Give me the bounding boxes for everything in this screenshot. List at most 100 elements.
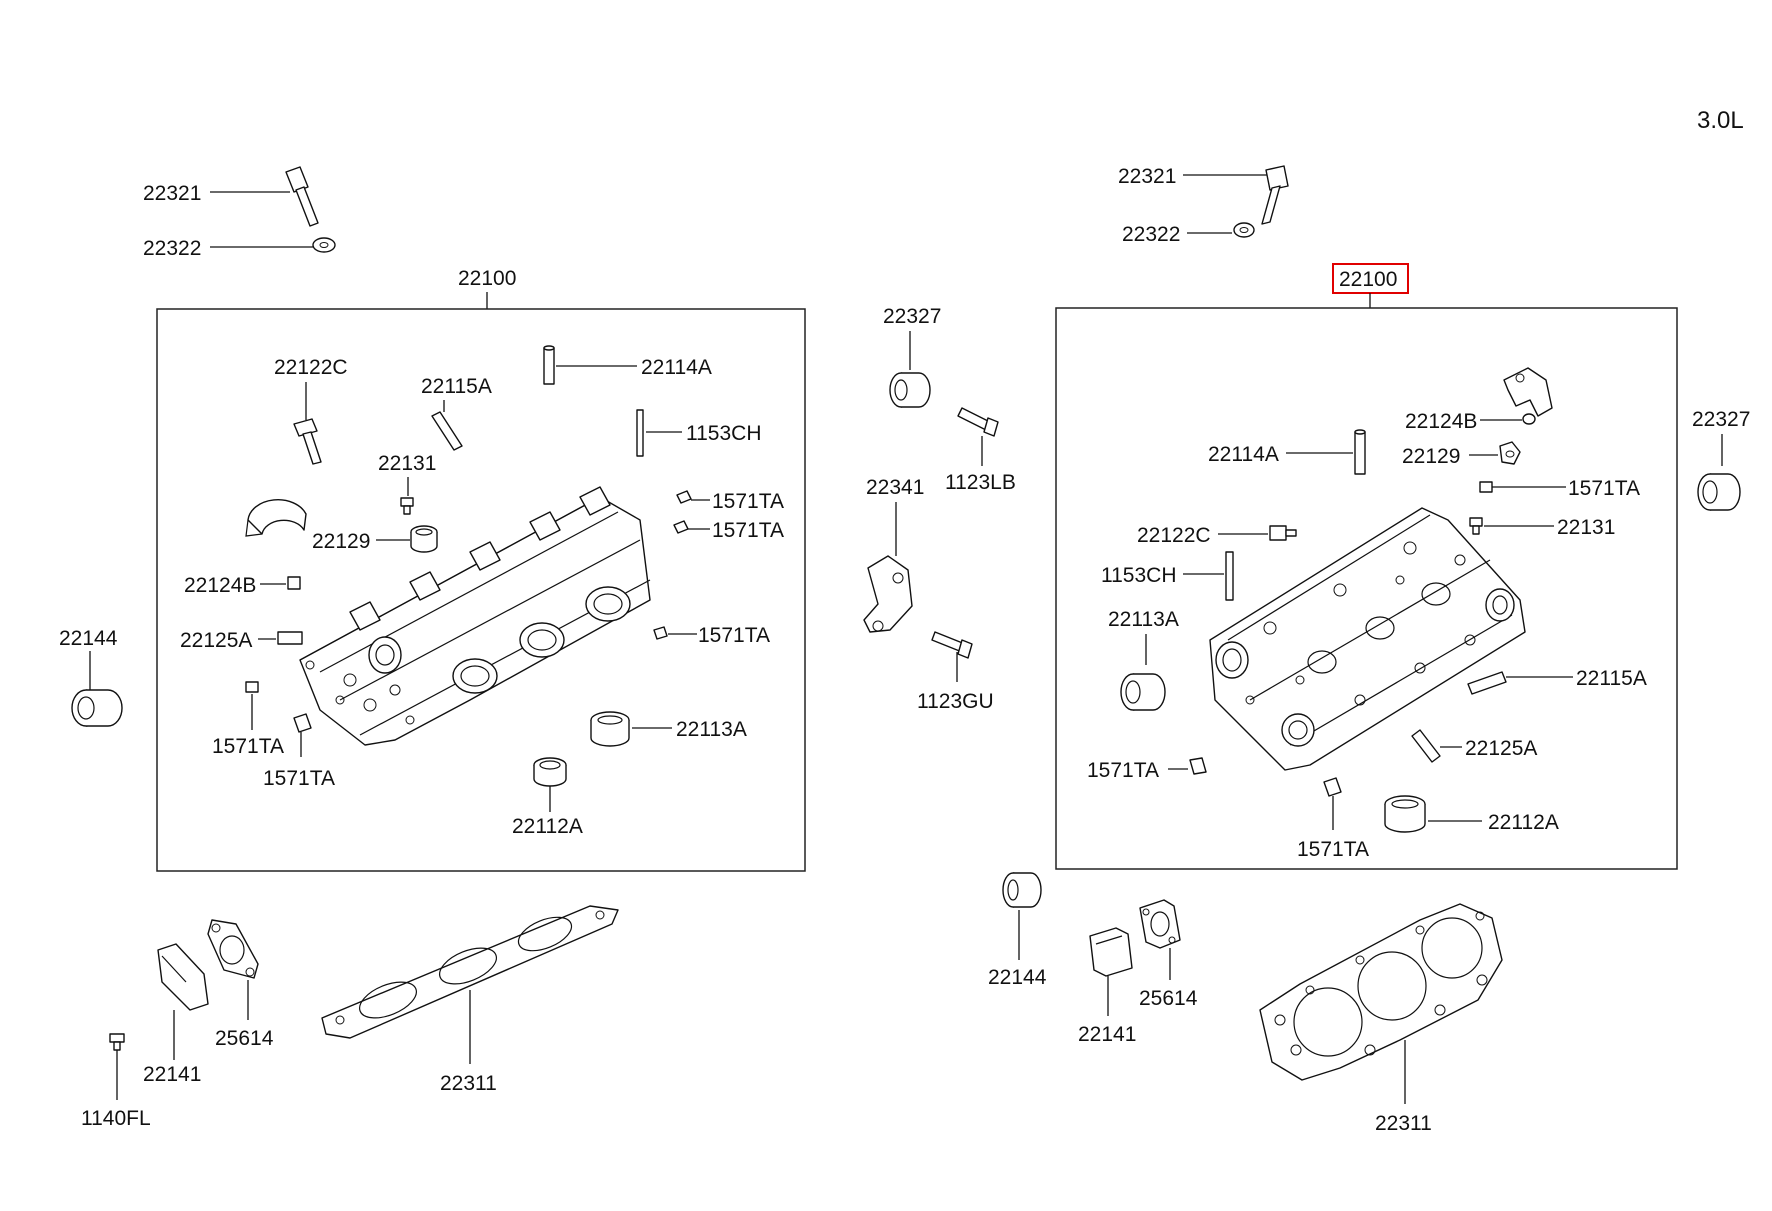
left-washer-part[interactable] [312,237,336,253]
left-plug-3-label[interactable]: 1571TA [712,519,784,542]
right-plug-3-label[interactable]: 1571TA [1087,759,1159,782]
left-bolt-label[interactable]: 22321 [143,182,201,205]
right-plug-2-label[interactable]: 22131 [1557,516,1615,539]
left-stud-part[interactable] [636,409,644,457]
left-half-cap-shape[interactable] [245,499,307,537]
right-washer-part[interactable] [1233,222,1255,238]
right-guide-a-label[interactable]: 22115A [1576,667,1647,690]
left-gasket-small-label[interactable]: 25614 [215,1027,274,1050]
right-cap-label[interactable]: 22122C [1137,524,1211,547]
left-guide-a-part[interactable] [431,411,463,451]
center-bolt-b-part[interactable] [931,631,973,659]
left-insert-b-part[interactable] [533,757,567,787]
right-guide-b-label[interactable]: 22114A [1208,443,1279,466]
left-plug-5-label[interactable]: 1571TA [212,735,284,758]
left-cover-label[interactable]: 22141 [143,1063,201,1086]
right-cover-part[interactable] [1089,927,1133,977]
center-bolt-a-label[interactable]: 1123LB [945,471,1016,494]
right-seal-1-part[interactable] [1499,441,1521,465]
left-washer-label[interactable]: 22322 [143,237,201,260]
center-bracket-part[interactable] [863,555,913,633]
right-gasket-small-label[interactable]: 25614 [1139,987,1198,1010]
right-seal-part[interactable] [1002,872,1042,908]
right-insert-a-label[interactable]: 22113A [1108,608,1179,631]
left-insert-a-part[interactable] [590,711,630,747]
left-plug-3-part[interactable] [673,520,689,534]
right-pin-part[interactable] [1411,729,1441,763]
right-cap-bolt-part[interactable] [1269,525,1297,541]
right-plug-4-label[interactable]: 1571TA [1297,838,1369,861]
right-insert-b-part[interactable] [1384,795,1426,833]
left-plug-6-part[interactable] [293,713,312,733]
right-half-cap-part[interactable] [1522,413,1536,425]
left-seal-part[interactable] [71,689,123,727]
right-guide-b-part[interactable] [1354,429,1366,475]
left-pin-part[interactable] [277,631,303,645]
left-seal-label[interactable]: 22144 [59,627,118,650]
right-gasket-small-part[interactable] [1139,899,1181,949]
left-cover-part[interactable] [157,943,209,1011]
left-half-cap-part[interactable] [287,576,301,590]
left-seal-1-part[interactable] [410,525,438,553]
left-stud-label[interactable]: 1153CH [686,422,762,445]
left-plug-4-part[interactable] [653,626,668,640]
left-plug-1-part[interactable] [400,497,414,515]
right-seal-label[interactable]: 22144 [988,966,1047,989]
right-seal-outer-label[interactable]: 22327 [1692,408,1750,431]
right-half-cap-shape[interactable] [1503,367,1553,417]
right-head-bolt-part[interactable] [1261,165,1289,225]
left-pin-label[interactable]: 22125A [180,629,252,652]
left-plug-5-part[interactable] [245,681,259,693]
left-gasket-small-part[interactable] [207,919,259,979]
left-seal-1-label[interactable]: 22129 [312,530,370,553]
right-guide-a-part[interactable] [1467,671,1507,695]
right-stud-label[interactable]: 1153CH [1101,564,1177,587]
left-plug-6-label[interactable]: 1571TA [263,767,335,790]
left-plug-2-label[interactable]: 1571TA [712,490,784,513]
right-cylinder-head-illustration[interactable] [1209,507,1526,771]
left-head-gasket-part[interactable] [321,905,619,1039]
right-plug-2-part[interactable] [1469,517,1483,535]
left-guide-a-label[interactable]: 22115A [421,375,492,398]
left-guide-b-part[interactable] [543,345,555,385]
left-insert-b-label[interactable]: 22112A [512,815,583,838]
center-seal-part[interactable] [889,372,931,408]
left-cap-bolt-part[interactable] [293,418,322,465]
right-seal-1-label[interactable]: 22129 [1402,445,1460,468]
right-plug-4-part[interactable] [1323,777,1342,797]
right-bolt-label[interactable]: 22321 [1118,165,1176,188]
left-assembly-label[interactable]: 22100 [458,267,516,290]
right-head-gasket-label[interactable]: 22311 [1375,1112,1432,1135]
right-half-cap-label[interactable]: 22124B [1405,410,1477,433]
right-insert-b-label[interactable]: 22112A [1488,811,1559,834]
left-half-cap-label[interactable]: 22124B [184,574,256,597]
center-bolt-b-label[interactable]: 1123GU [917,690,994,713]
left-head-gasket-label[interactable]: 22311 [440,1072,497,1095]
right-head-gasket-part[interactable] [1259,903,1503,1081]
left-bolt-small-label[interactable]: 1140FL [81,1107,151,1130]
right-plug-1-part[interactable] [1479,481,1493,493]
right-plug-1-label[interactable]: 1571TA [1568,477,1640,500]
right-insert-a-part[interactable] [1120,673,1166,711]
left-bolt-small-part[interactable] [109,1033,125,1051]
right-washer-label[interactable]: 22322 [1122,223,1180,246]
right-pin-label[interactable]: 22125A [1465,737,1537,760]
left-assembly-frame [156,308,806,872]
left-guide-b-label[interactable]: 22114A [641,356,712,379]
left-plug-1-label[interactable]: 22131 [378,452,436,475]
left-head-bolt-part[interactable] [285,166,319,227]
right-stud-part[interactable] [1225,551,1234,601]
left-cap-label[interactable]: 22122C [274,356,348,379]
left-plug-4-label[interactable]: 1571TA [698,624,770,647]
right-assembly-label[interactable]: 22100 [1339,268,1397,291]
left-plug-2-part[interactable] [676,490,692,504]
left-insert-a-label[interactable]: 22113A [676,718,747,741]
right-cover-label[interactable]: 22141 [1078,1023,1136,1046]
center-seal-label[interactable]: 22327 [883,305,941,328]
left-cylinder-head-illustration[interactable] [299,486,651,746]
right-seal-outer-part[interactable] [1697,473,1741,511]
center-bolt-a-part[interactable] [957,407,999,437]
right-plug-3-part[interactable] [1189,757,1207,775]
center-bracket-label[interactable]: 22341 [866,476,924,499]
